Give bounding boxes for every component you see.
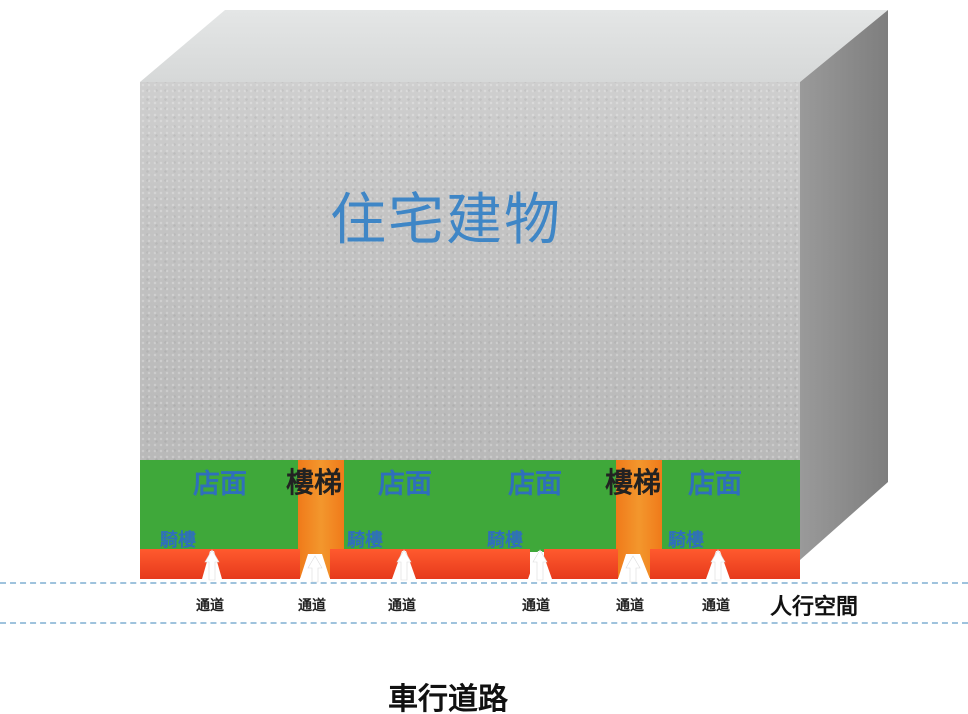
up-arrow-icon [710, 549, 726, 581]
shop-label: 店面 [508, 469, 562, 500]
sidewalk-edge-line [0, 582, 968, 584]
shop-label: 店面 [193, 469, 247, 500]
stair-label: 樓梯 [605, 466, 662, 499]
passage-label: 通道 [196, 598, 224, 614]
building-side-face [800, 10, 888, 560]
passage-label: 通道 [388, 598, 416, 614]
arcade-base [224, 549, 300, 579]
building-top-face [140, 10, 888, 82]
road-label: 車行道路 [388, 682, 508, 714]
passage-label: 通道 [298, 598, 326, 614]
arcade-label: 騎樓 [347, 530, 383, 551]
up-arrow-icon [204, 549, 220, 581]
shop-band [140, 460, 800, 552]
shop-label: 店面 [378, 469, 432, 500]
passage-label: 通道 [522, 598, 550, 614]
building-front-face [140, 82, 800, 462]
stair-label: 樓梯 [286, 466, 343, 499]
sidewalk-label: 人行空間 [770, 594, 859, 620]
passage-label: 通道 [702, 598, 730, 614]
arcade-label: 騎樓 [668, 530, 704, 551]
arcade-label: 騎樓 [160, 530, 196, 551]
curb-line [0, 622, 968, 624]
building-title: 住宅建物 [330, 188, 562, 253]
arcade-label: 騎樓 [487, 530, 523, 551]
shop-label: 店面 [688, 469, 742, 500]
up-arrow-icon [532, 549, 548, 581]
up-arrow-icon [396, 549, 412, 581]
arcade-base [330, 549, 530, 579]
passage-label: 通道 [616, 598, 644, 614]
arcade-base [544, 549, 618, 579]
